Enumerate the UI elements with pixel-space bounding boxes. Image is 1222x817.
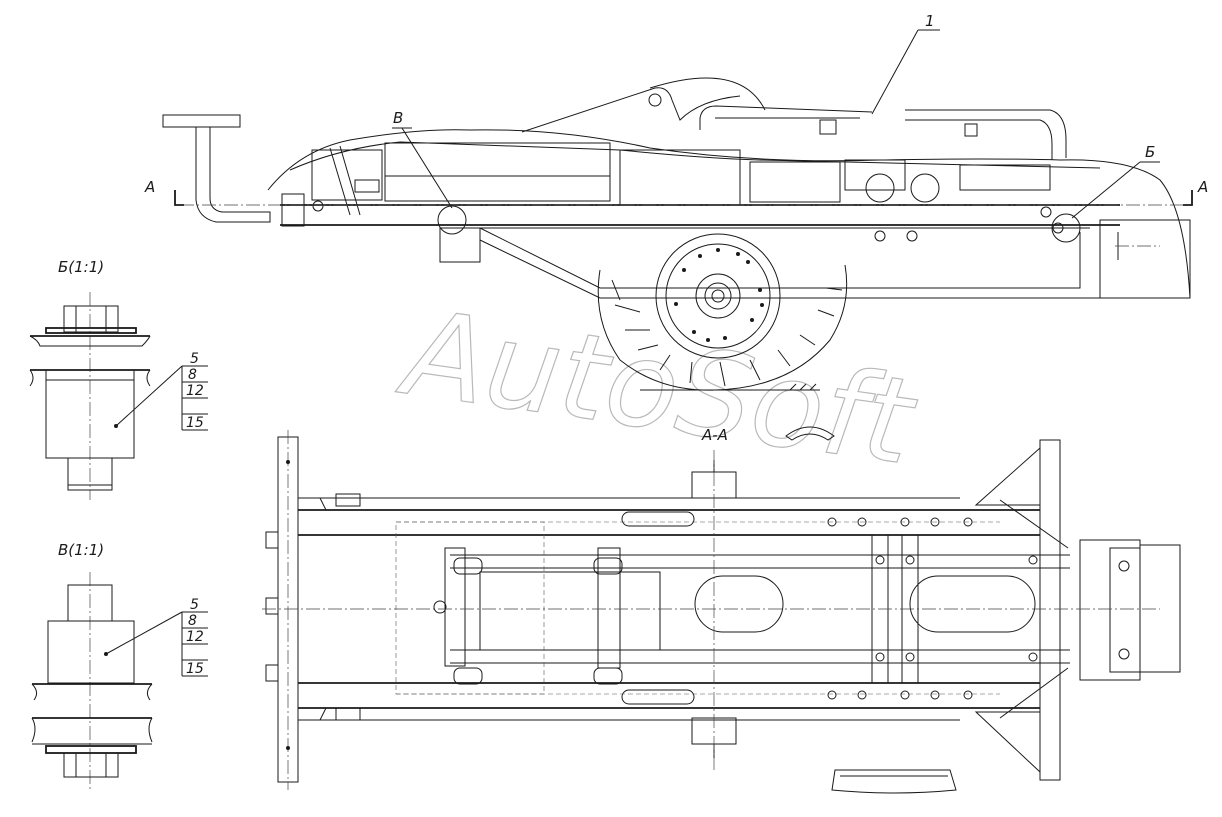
detail-v: В(1:1) 5 8 12 15	[31, 541, 208, 790]
step-part	[831, 769, 957, 794]
body-contour	[267, 129, 1191, 299]
detail-v-title: В(1:1)	[58, 541, 104, 559]
section-label-a-left: А	[144, 178, 155, 196]
handrail-1	[699, 105, 873, 130]
detail-marker-v	[437, 205, 467, 235]
detail-v-part-12: 12	[186, 629, 204, 645]
detail-marker-b	[1051, 213, 1081, 243]
watermark: AutoSoft	[391, 283, 925, 492]
detail-v-part-8: 8	[188, 613, 197, 629]
nut-v	[63, 752, 119, 778]
detail-b-title: Б(1:1)	[58, 258, 104, 276]
detail-v-part-15: 15	[186, 661, 204, 677]
body-inner-line	[289, 141, 1101, 171]
side-view: А А В Б 1	[144, 12, 1208, 391]
detail-b: Б(1:1) 5 8 12 15	[29, 258, 208, 500]
detail-b-part-8: 8	[188, 367, 197, 383]
detail-b-part-15: 15	[186, 415, 204, 431]
detail-b-part-5: 5	[190, 351, 199, 367]
rear-opening	[909, 575, 1036, 633]
frame-end-block	[281, 193, 305, 227]
detail-v-part-5: 5	[190, 597, 199, 613]
bolt-pattern	[433, 517, 1038, 700]
view-label-b: Б	[1145, 143, 1155, 161]
section-label-a-right: А	[1197, 178, 1208, 196]
tow-handle	[162, 114, 271, 223]
view-label-v: В	[393, 109, 403, 127]
ramp	[521, 87, 741, 133]
center-opening	[694, 575, 784, 633]
callout-1: 1	[925, 12, 935, 30]
top-view: А-А	[262, 426, 1181, 794]
nut-b	[63, 305, 119, 333]
fender-part	[785, 426, 835, 441]
handrail-2	[905, 109, 1067, 160]
view-label-aa: А-А	[701, 426, 728, 444]
detail-b-part-12: 12	[186, 383, 204, 399]
